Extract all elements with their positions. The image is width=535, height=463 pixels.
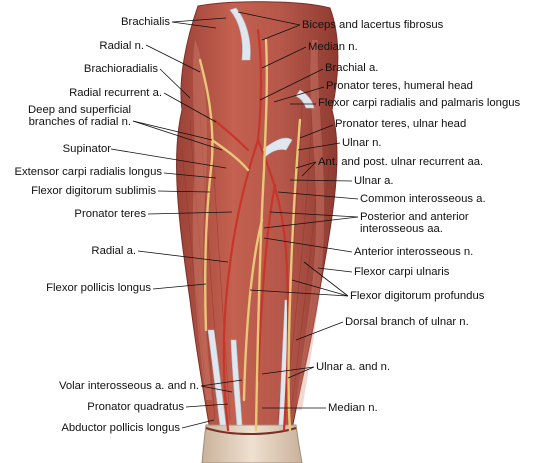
label-radial-artery: Radial a. [91, 245, 136, 257]
label-ulnar-recurrent: Ant. and post. ulnar recurrent aa. [318, 156, 484, 168]
label-flexor-carpi-ulnaris: Flexor carpi ulnaris [354, 266, 450, 278]
interosseous-artery-path [256, 183, 277, 382]
label-common-interosseous: Common interosseous a. [360, 193, 486, 205]
ulnar-artery-path [256, 138, 290, 432]
label-extensor-carpi-radialis-longus: Extensor carpi radialis longus [14, 166, 162, 178]
median-nerve-path [254, 38, 269, 432]
label-volar-interosseous: Volar interosseous a. and n. [58, 380, 199, 392]
radial-artery-path [222, 138, 260, 432]
label-median-nerve-top: Median n. [308, 41, 358, 53]
label-anterior-interosseous-nerve: Anterior interosseous n. [354, 246, 474, 258]
arteries [212, 28, 290, 432]
label-pronator-teres: Pronator teres [74, 208, 146, 220]
label-pronator-teres-ulnar: Pronator teres, ulnar head [335, 118, 467, 130]
leader-lines [110, 11, 359, 429]
ulnar-nerve-path [287, 118, 302, 432]
label-biceps-lacertus: Biceps and lacertus fibrosus [302, 19, 444, 31]
label-brachial-artery: Brachial a. [325, 62, 379, 74]
cut-edge [205, 427, 297, 435]
label-radial-recurrent-artery: Radial recurrent a. [69, 87, 162, 99]
label-brachialis: Brachialis [121, 16, 170, 28]
ant-interosseous-nerve-path [242, 218, 264, 402]
label-ulnar-artery-and-nerve: Ulnar a. and n. [316, 361, 391, 373]
forearm-outline [176, 1, 339, 431]
label-deep-superficial-1: Deep and superficial [28, 104, 131, 116]
label-ulnar-artery: Ulnar a. [354, 175, 394, 187]
label-post-ant-interosseous-2: interosseous aa. [360, 223, 443, 235]
radial-recurrent-path [212, 118, 250, 152]
label-pronator-teres-humeral: Pronator teres, humeral head [326, 80, 473, 92]
label-brachioradialis: Brachioradialis [83, 63, 158, 75]
label-flexor-digitorum-profundus: Flexor digitorum profundus [350, 290, 485, 302]
label-pronator-quadratus: Pronator quadratus [87, 401, 184, 413]
label-flexor-pollicis-longus: Flexor pollicis longus [46, 282, 151, 294]
label-radial-nerve: Radial n. [99, 40, 144, 52]
label-deep-superficial-2: branches of radial n. [28, 116, 131, 128]
label-ulnar-nerve: Ulnar n. [342, 137, 382, 149]
deep-radial-branch-path [210, 138, 250, 172]
label-supinator: Supinator [62, 143, 111, 155]
muscle-highlights [192, 40, 325, 410]
wrist-cuff [201, 424, 303, 463]
brachial-artery-path [256, 28, 263, 142]
label-median-nerve-bottom: Median n. [328, 402, 378, 414]
label-fcr-palmaris: Flexor carpi radialis and palmaris longu… [318, 97, 521, 109]
label-flexor-digitorum-sublimis: Flexor digitorum sublimis [31, 185, 156, 197]
label-dorsal-branch-ulnar: Dorsal branch of ulnar n. [345, 316, 469, 328]
label-post-ant-interosseous-1: Posterior and anterior [360, 211, 469, 223]
label-abductor-pollicis-longus: Abductor pollicis longus [61, 422, 180, 434]
